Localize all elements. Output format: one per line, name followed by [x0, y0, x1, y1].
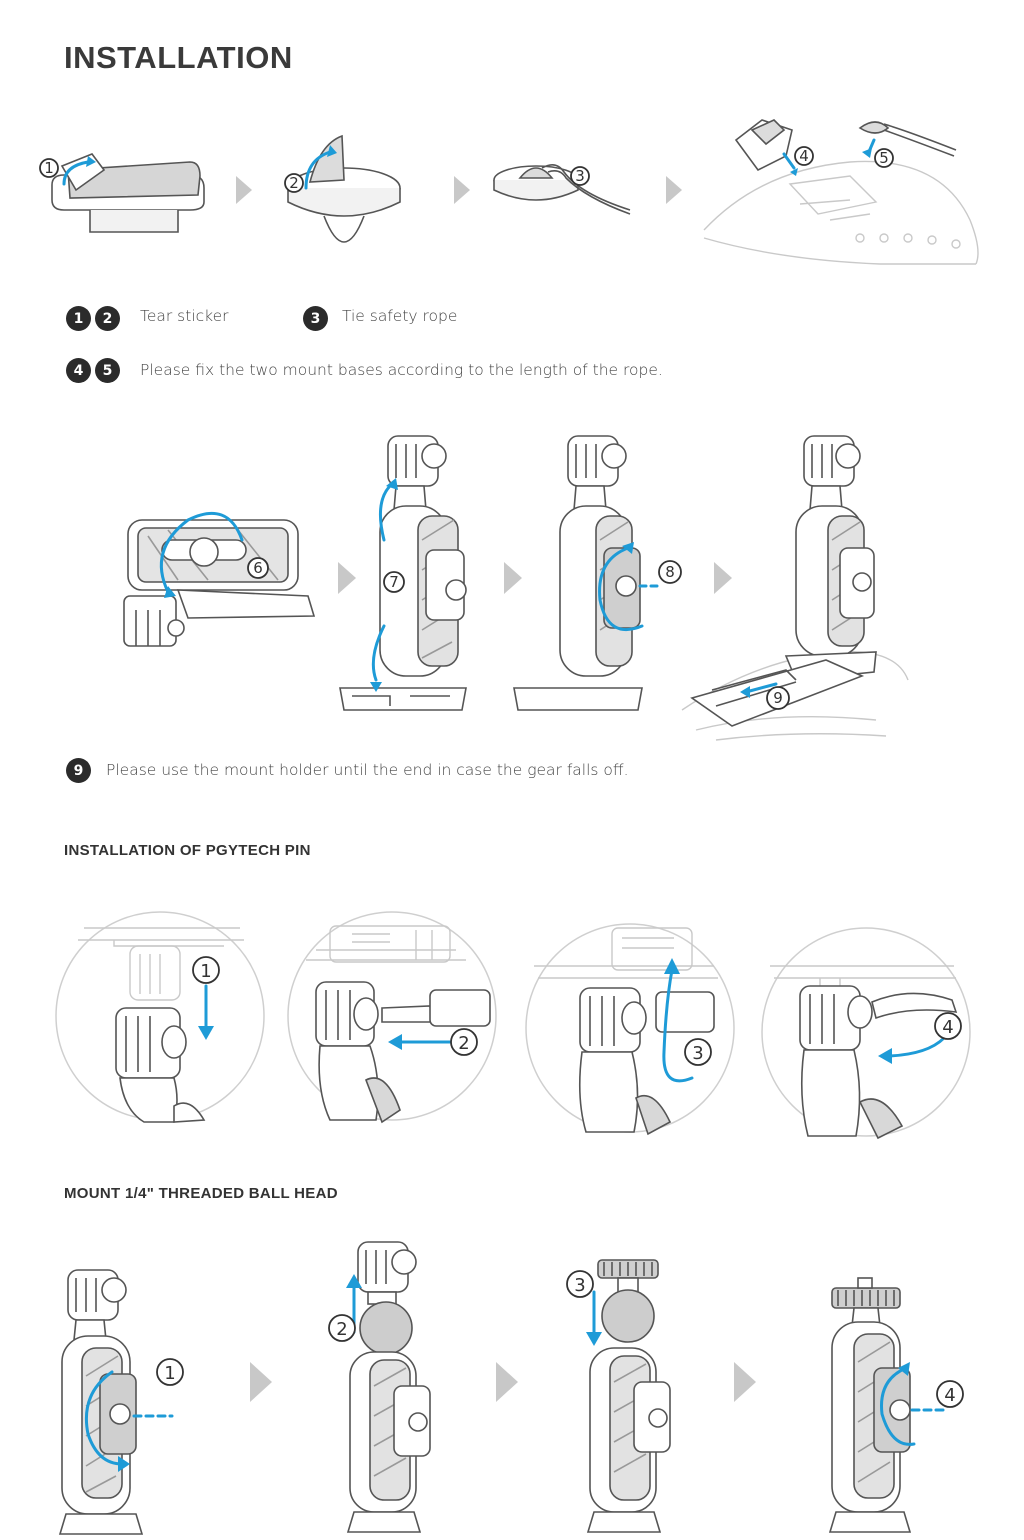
illustration-ballhead-step-2: 2 [328, 1241, 431, 1533]
svg-text:4: 4 [942, 1017, 953, 1038]
illustration-base-rope: 3 [493, 164, 631, 215]
step-arrow [496, 1362, 518, 1402]
badge: 5 [95, 358, 120, 383]
legend-text-mount-holder: Please use the mount holder until the en… [106, 761, 629, 779]
svg-text:3: 3 [692, 1043, 703, 1064]
illustration-mounted-helmet: 9 [681, 435, 909, 741]
illustration-ballhead-step-4: 4 [828, 1277, 964, 1533]
step-arrow [504, 562, 522, 594]
illustration-pin-step-4: 4 [761, 927, 971, 1140]
step-arrow [666, 176, 682, 204]
badge: 2 [95, 306, 120, 331]
legend-text-fix-bases: Please fix the two mount bases according… [140, 361, 663, 379]
badge-group-1-2: 1 2 [66, 306, 120, 331]
illustration-ballhead-step-3: 3 [566, 1259, 671, 1533]
svg-text:2: 2 [289, 174, 299, 192]
svg-text:6: 6 [253, 559, 263, 577]
svg-text:1: 1 [164, 1363, 175, 1384]
svg-text:1: 1 [200, 961, 211, 982]
step-arrow [454, 176, 470, 204]
svg-text:3: 3 [575, 167, 585, 185]
step-arrow [338, 562, 356, 594]
step-arrow [734, 1362, 756, 1402]
illustration-ballhead-step-1: 1 [58, 1269, 184, 1535]
step-number-label: 1 [44, 159, 54, 177]
illustration-pin-step-3: 3 [525, 923, 735, 1136]
illustration-base-sticker: 1 [39, 153, 205, 233]
illustration-round-base-sticker: 2 [284, 134, 401, 243]
step-arrow [250, 1362, 272, 1402]
illustration-pin-step-1: 1 [55, 911, 265, 1123]
illustration-tighten-knob: 8 [513, 435, 682, 711]
step-arrow [236, 176, 252, 204]
step-number-1 [39, 158, 59, 178]
badge-group-9: 9 [66, 758, 91, 783]
svg-text:7: 7 [389, 573, 399, 591]
badge: 3 [303, 306, 328, 331]
badge-group-3: 3 [303, 306, 328, 331]
badge-group-4-5: 4 5 [66, 358, 120, 383]
legend-text-tie-rope: Tie safety rope [342, 307, 458, 325]
illustration-arm-rotate: 7 [339, 435, 467, 711]
page-title: INSTALLATION [64, 40, 293, 75]
section-title-ballhead: MOUNT 1/4" THREADED BALL HEAD [64, 1185, 338, 1202]
badge: 9 [66, 758, 91, 783]
svg-text:4: 4 [799, 147, 809, 165]
illustration-helmet-bases: 4 5 [703, 119, 979, 265]
svg-text:8: 8 [665, 563, 675, 581]
illustration-quick-release: 6 [123, 511, 316, 647]
svg-text:5: 5 [879, 149, 889, 167]
section-title-pin: INSTALLATION OF PGYTECH PIN [64, 842, 311, 859]
svg-text:2: 2 [458, 1033, 469, 1054]
legend-text-tear-sticker: Tear sticker [140, 307, 229, 325]
svg-text:3: 3 [574, 1275, 585, 1296]
svg-text:2: 2 [336, 1319, 347, 1340]
badge: 1 [66, 306, 91, 331]
illustration-pin-step-2: 2 [287, 911, 497, 1124]
svg-text:9: 9 [773, 689, 783, 707]
badge: 4 [66, 358, 91, 383]
step-arrow [714, 562, 732, 594]
svg-text:4: 4 [944, 1385, 955, 1406]
